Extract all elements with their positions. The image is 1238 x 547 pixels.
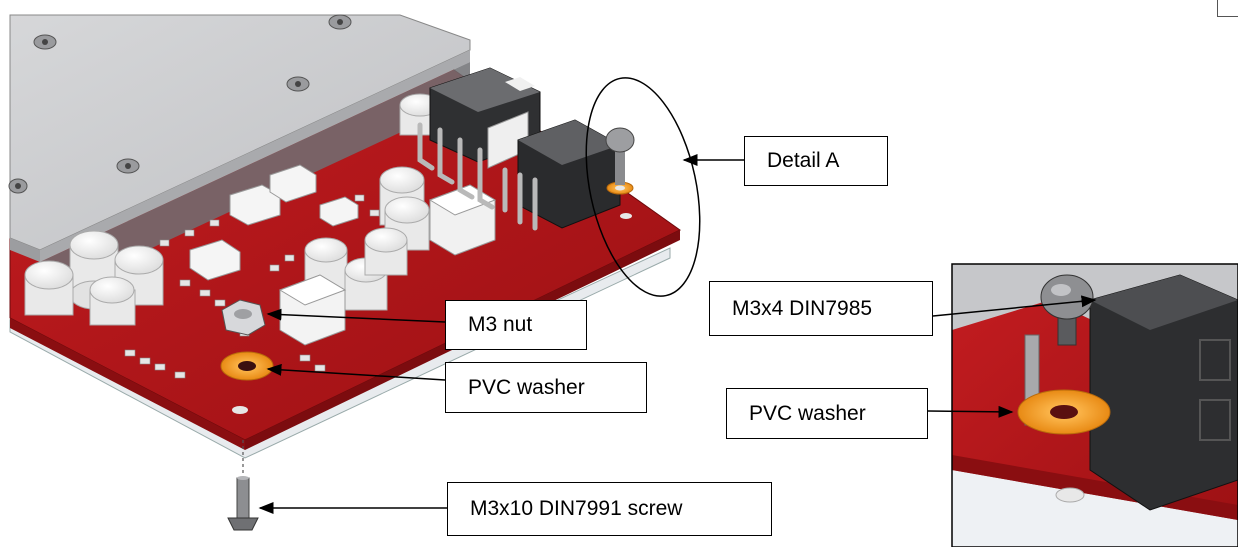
pvc-washer-main <box>220 351 274 414</box>
pcb-edge-left <box>10 318 245 450</box>
capacitors <box>24 93 441 326</box>
arrow-m3-nut <box>266 308 446 323</box>
label-m3-nut: M3 nut <box>445 300 587 350</box>
m3-nut <box>221 299 266 336</box>
label-pvc-washer-detail: PVC washer <box>726 388 928 439</box>
label-m3x10-screw: M3x10 DIN7991 screw <box>447 482 772 536</box>
arrow-pvc-main <box>266 363 446 381</box>
pcb-assembly <box>8 14 701 531</box>
arrow-pvc-detail <box>927 405 1014 418</box>
connectors <box>429 67 621 229</box>
label-m3x4-din7985: M3x4 DIN7985 <box>709 281 933 336</box>
label-detail-a: Detail A <box>744 136 888 186</box>
detail-a-circle <box>585 77 701 297</box>
m3x10-screw <box>227 476 259 531</box>
leader-arrows <box>258 154 1097 514</box>
inductors <box>189 164 497 346</box>
detail-a-screw <box>605 127 635 219</box>
label-pvc-washer-main: PVC washer <box>445 362 647 413</box>
smd-components <box>124 194 380 379</box>
arrow-din7985 <box>932 295 1097 317</box>
detail-inset <box>951 263 1238 547</box>
heatsink <box>8 14 471 300</box>
corner-mark <box>1217 0 1238 17</box>
connector-pins <box>417 122 538 231</box>
